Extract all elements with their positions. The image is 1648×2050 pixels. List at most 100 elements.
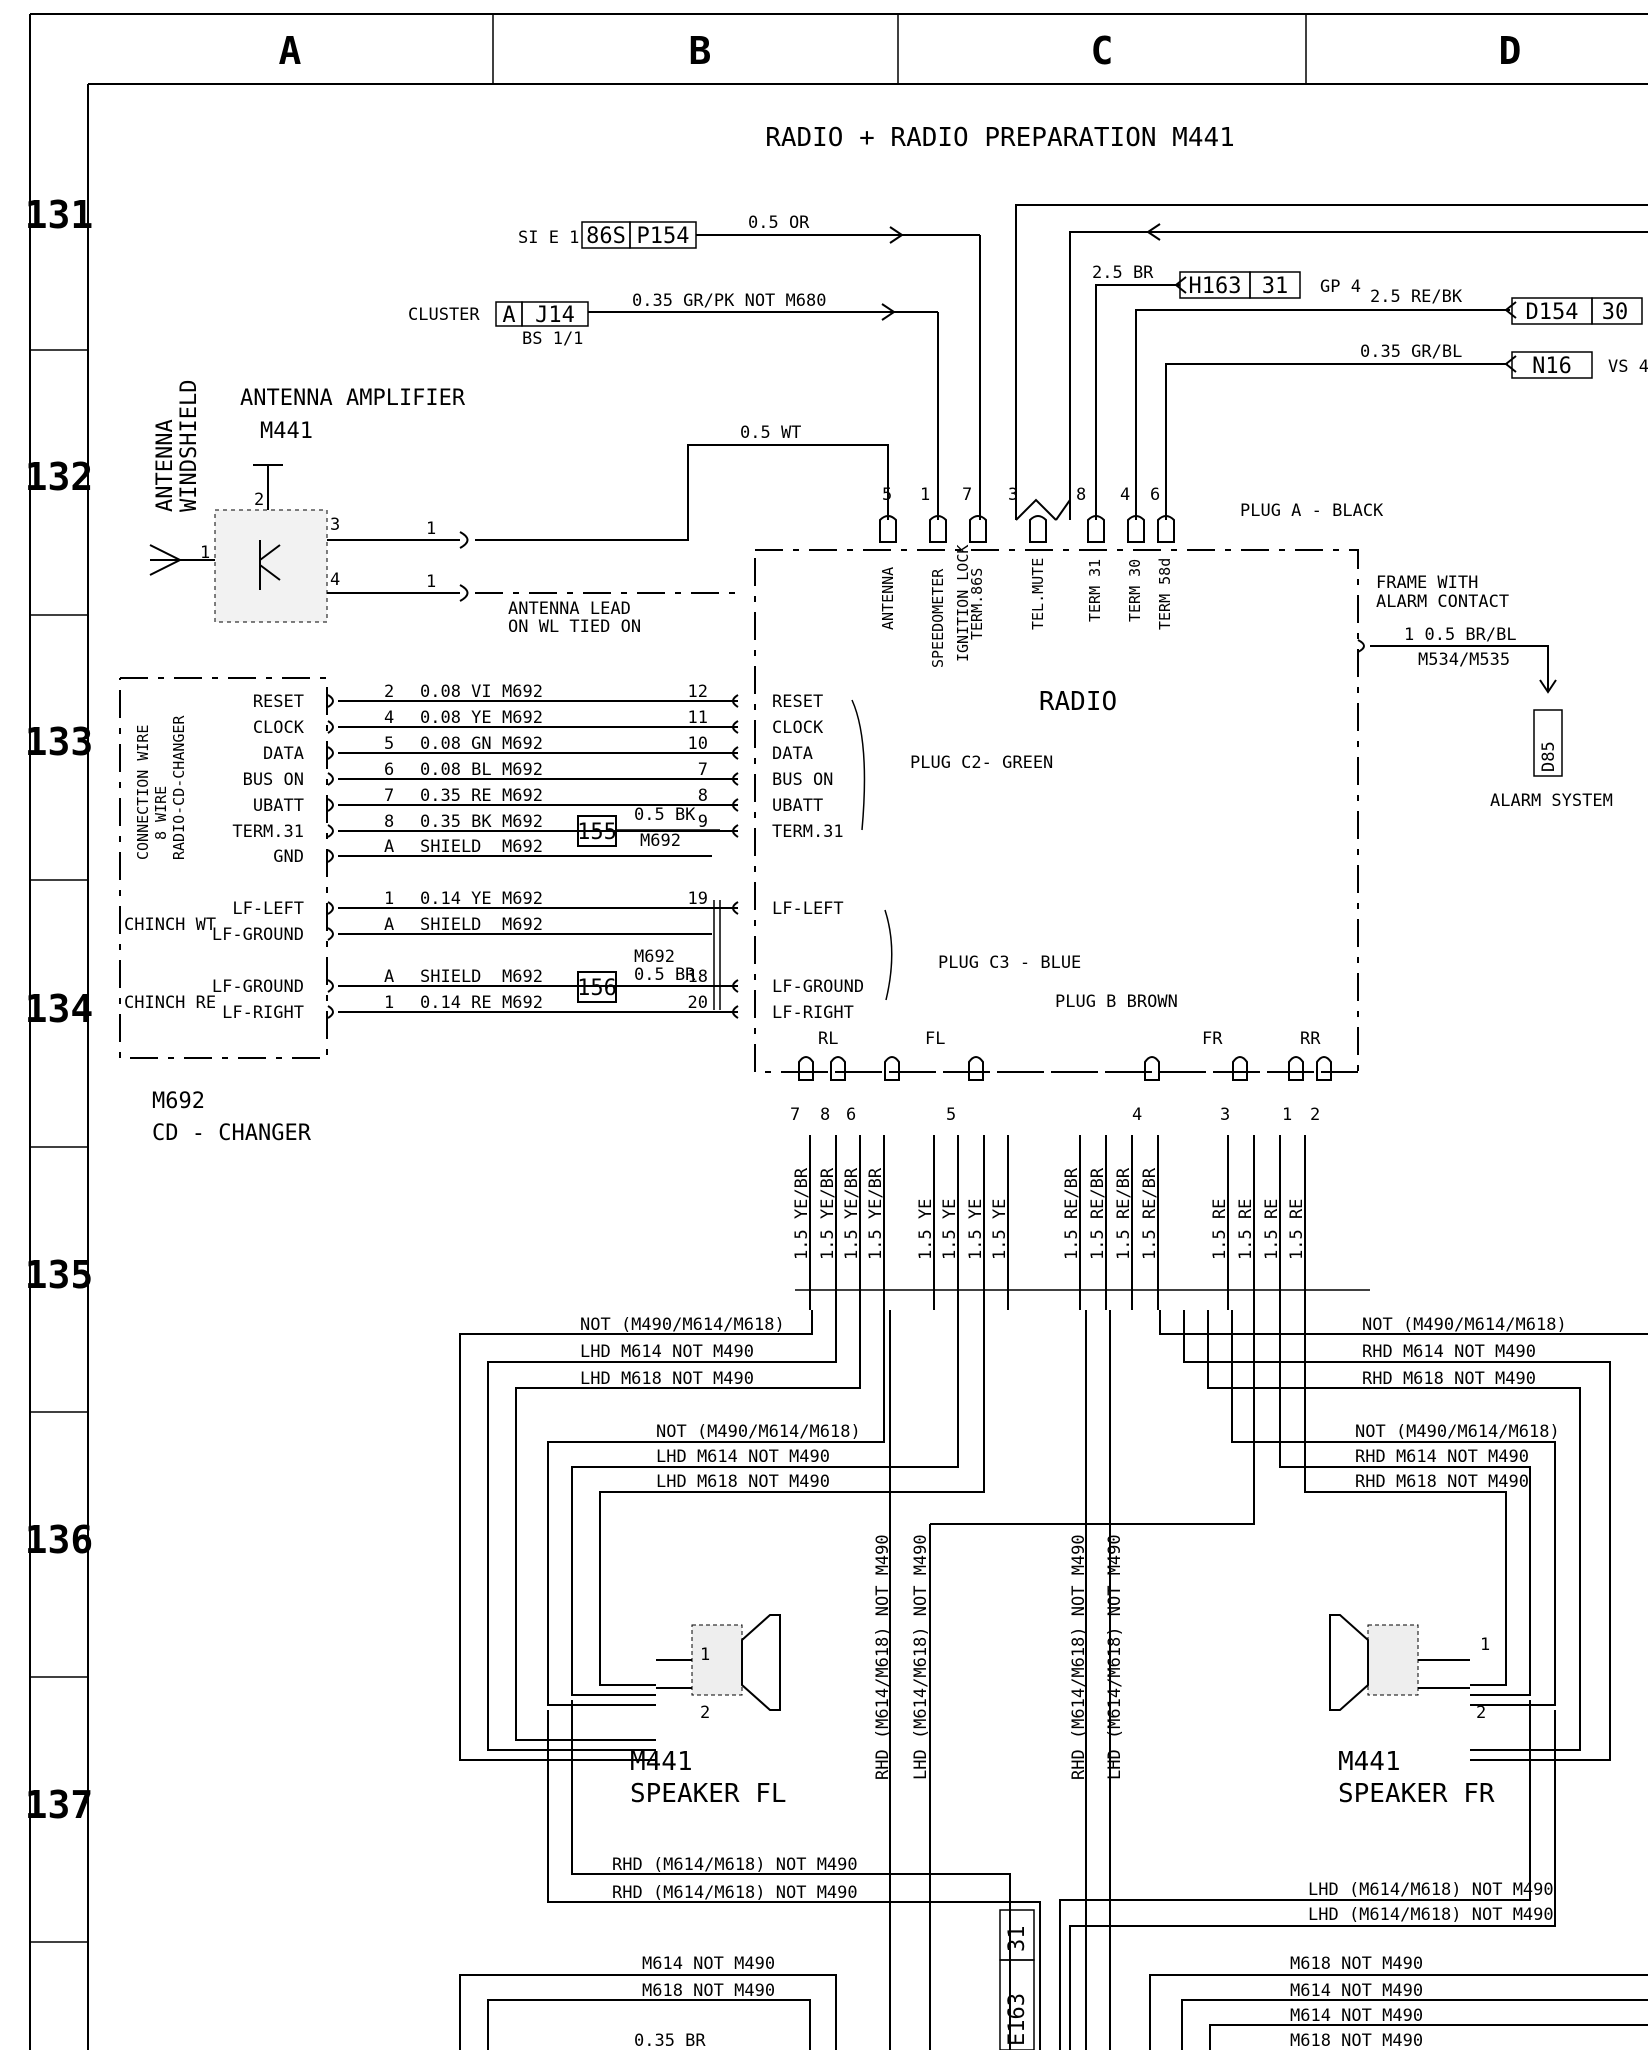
svg-text:PLUG B BROWN: PLUG B BROWN [1055, 992, 1178, 1012]
svg-text:TERM.86S: TERM.86S [968, 568, 986, 640]
svg-text:NOT (M490/M614/M618): NOT (M490/M614/M618) [1355, 1422, 1560, 1442]
svg-text:ON WL TIED ON: ON WL TIED ON [508, 617, 641, 637]
bottom-left-variants: RHD (M614/M618) NOT M490 RHD (M614/M618)… [547, 1700, 1041, 2050]
svg-text:2: 2 [1476, 1703, 1486, 1723]
svg-text:M441: M441 [1338, 1747, 1401, 1777]
svg-text:ANTENNA: ANTENNA [879, 567, 897, 630]
cd-radio-pin: 10 [688, 734, 708, 754]
svg-text:A: A [502, 303, 515, 328]
svg-text:M441: M441 [260, 419, 313, 444]
svg-text:PLUG C2- GREEN: PLUG C2- GREEN [910, 753, 1053, 773]
left-variants-1: NOT (M490/M614/M618) LHD M614 NOT M490 L… [459, 1310, 861, 1761]
speaker-fl: 1 2 M441 SPEAKER FL [630, 1614, 787, 1809]
svg-text:ALARM CONTACT: ALARM CONTACT [1376, 592, 1509, 612]
cd-pin-label: CLOCK [253, 718, 305, 738]
svg-text:SPEAKER FL: SPEAKER FL [630, 1779, 787, 1809]
cd-pin-label: DATA [263, 744, 304, 764]
cd-radio-pin: 11 [688, 708, 708, 728]
row-label: 132 [25, 455, 94, 499]
svg-text:RHD M614 NOT M490: RHD M614 NOT M490 [1355, 1447, 1529, 1467]
speaker-wire-label: 1.5 YE [990, 1199, 1010, 1260]
svg-text:RADIO-CD-CHANGER: RADIO-CD-CHANGER [170, 715, 188, 860]
cd-radio-pin: 8 [698, 786, 708, 806]
column-label: A [279, 29, 302, 73]
cd-wire-ref: M692 [502, 889, 543, 909]
cd-pin-label: UBATT [253, 796, 304, 816]
cd-wire-ref: M692 [502, 837, 543, 857]
speaker-wire-label: 1.5 RE/BR [1088, 1167, 1108, 1260]
speaker-wire-label: 1.5 RE/BR [1140, 1167, 1160, 1260]
svg-text:2: 2 [254, 490, 264, 510]
cd-wire-ref: M692 [502, 786, 543, 806]
svg-text:7: 7 [962, 485, 972, 505]
svg-text:7: 7 [790, 1105, 800, 1125]
lower-left-variants: M614 NOT M490 M618 NOT M490 0.35 BR [459, 1954, 837, 2050]
svg-text:SI E 1: SI E 1 [518, 228, 579, 248]
right-variants-2: NOT (M490/M614/M618) RHD M614 NOT M490 R… [1231, 1310, 1560, 1706]
speaker-wire-label: 1.5 RE [1262, 1199, 1282, 1260]
plug-b-terminal [1316, 1056, 1332, 1081]
speaker-wire-label: 1.5 YE [916, 1199, 936, 1260]
speaker-wire-label: 1.5 YE [966, 1199, 986, 1260]
svg-text:CONNECTION WIRE: CONNECTION WIRE [134, 725, 152, 860]
cd-pin-label: RESET [253, 692, 304, 712]
svg-text:P154: P154 [637, 224, 690, 249]
svg-text:4: 4 [1132, 1105, 1142, 1125]
cd-wire-color: SHIELD [420, 837, 481, 857]
svg-text:CLUSTER: CLUSTER [408, 305, 480, 325]
input-d154: 2.5 RE/BK D154 30 [1135, 287, 1643, 520]
svg-text:86S: 86S [586, 224, 626, 249]
svg-text:ALARM SYSTEM: ALARM SYSTEM [1490, 791, 1613, 811]
svg-text:LHD (M614/M618) NOT M490: LHD (M614/M618) NOT M490 [1105, 1534, 1125, 1780]
cd-radio-pin: 12 [688, 682, 708, 702]
cd-wire-number: A [384, 837, 394, 857]
svg-text:M441: M441 [630, 1747, 693, 1777]
svg-text:BS 1/1: BS 1/1 [522, 329, 583, 349]
svg-text:N16: N16 [1532, 354, 1572, 379]
svg-text:LHD (M614/M618) NOT M490: LHD (M614/M618) NOT M490 [1308, 1905, 1554, 1925]
svg-text:M534/M535: M534/M535 [1418, 650, 1510, 670]
svg-text:6: 6 [846, 1105, 856, 1125]
cd-wire-number: 8 [384, 812, 394, 832]
speaker-wire-label: 1.5 RE [1210, 1199, 1230, 1260]
cd-radio-pin: 7 [698, 760, 708, 780]
svg-text:2: 2 [700, 1703, 710, 1723]
svg-text:1: 1 [426, 572, 436, 592]
svg-text:IGNITION LOCK: IGNITION LOCK [954, 545, 972, 662]
column-label: C [1091, 29, 1114, 73]
svg-text:M618 NOT M490: M618 NOT M490 [1290, 2031, 1423, 2050]
cd-wire-color: 0.35 RE [420, 786, 492, 806]
svg-text:RHD (M614/M618) NOT M490: RHD (M614/M618) NOT M490 [612, 1855, 858, 1875]
variant-wiring: NOT (M490/M614/M618) LHD M614 NOT M490 L… [459, 1310, 1648, 2050]
svg-text:1: 1 [920, 485, 930, 505]
radio-pin-label: RESET [772, 692, 823, 712]
left-variants-2: NOT (M490/M614/M618) LHD M614 NOT M490 L… [547, 1310, 985, 1706]
radio-pin-label: CLOCK [772, 718, 824, 738]
svg-text:0.35 GR/BL: 0.35 GR/BL [1360, 342, 1462, 362]
column-label: B [689, 29, 712, 73]
input-cluster: CLUSTER A J14 BS 1/1 0.35 GR/PK NOT M680 [408, 291, 939, 520]
svg-text:RHD (M614/M618) NOT M490: RHD (M614/M618) NOT M490 [1069, 1534, 1089, 1780]
speaker-wire-label: 1.5 RE [1287, 1199, 1307, 1260]
svg-text:LHD (M614/M618) NOT M490: LHD (M614/M618) NOT M490 [911, 1534, 931, 1780]
svg-text:WINDSHIELD: WINDSHIELD [177, 380, 202, 512]
svg-text:LHD M614 NOT M490: LHD M614 NOT M490 [656, 1447, 830, 1467]
svg-text:CHINCH RE: CHINCH RE [124, 993, 216, 1013]
cd-wire-color: 0.14 RE [420, 993, 492, 1013]
svg-text:VS 4: VS 4 [1608, 357, 1648, 377]
svg-text:GP 4: GP 4 [1320, 277, 1361, 297]
radio-pin-label: LF-RIGHT [772, 1003, 854, 1023]
plug-a-pins: 5 1 7 3 8 4 6 [882, 485, 1160, 505]
cd-wire-color: 0.08 YE [420, 708, 492, 728]
svg-text:M614 NOT M490: M614 NOT M490 [1290, 2006, 1423, 2026]
column-headers: A B C D [279, 29, 1522, 73]
svg-text:4: 4 [330, 570, 340, 590]
diagram-frame [29, 13, 1648, 2050]
svg-text:1: 1 [1282, 1105, 1292, 1125]
row-headers: 131 132 133 134 135 136 137 [25, 193, 94, 1827]
cd-wire-number: 6 [384, 760, 394, 780]
speaker-wire-label: 1.5 YE [940, 1199, 960, 1260]
